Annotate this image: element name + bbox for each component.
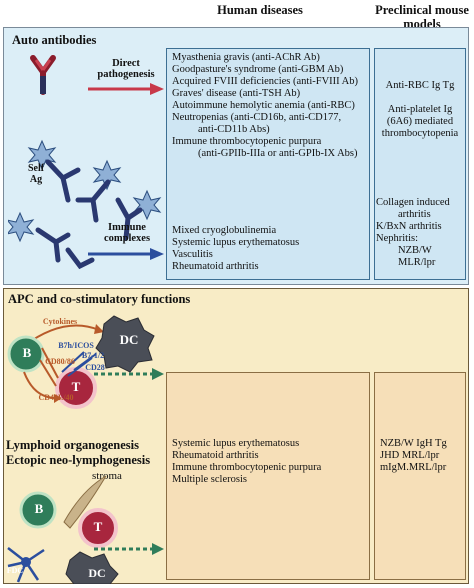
human-diseases-header: Human diseases xyxy=(217,3,303,17)
disease-item: Immune thrombocytopenic purpura xyxy=(172,136,322,147)
mouse-direct-list: Anti-RBC Ig Tg Anti-platelet Ig (6A6) me… xyxy=(374,80,466,140)
dc-cell-label-lymphoid: DC xyxy=(88,566,106,580)
b-cell-icon xyxy=(7,335,45,373)
cd80-86-label: CD80/86 xyxy=(45,357,75,366)
disease-item: Immune thrombocytopenic purpura xyxy=(172,462,322,473)
t-cell-label: T xyxy=(71,379,81,394)
lymphoid-title-2: Ectopic neo-lymphogenesis xyxy=(6,453,151,467)
mouse-model-item: MLR/lpr xyxy=(398,257,436,268)
immune-diseases-list: Mixed cryoglobulinemia Systemic lupus er… xyxy=(172,225,299,273)
direct-pathogenesis-arrow xyxy=(88,83,164,95)
bottom-diseases-list: Systemic lupus erythematosus Rheumatoid … xyxy=(172,438,321,486)
disease-item: Graves' disease (anti-TSH Ab) xyxy=(172,88,301,99)
mouse-model-item: arthritis xyxy=(398,209,431,220)
mouse-model-item: K/BxN arthritis xyxy=(376,221,442,232)
cd28-label: CD28 xyxy=(85,363,105,372)
mouse-model-item: NZB/W xyxy=(398,245,432,256)
disease-item: Acquired FVIII deficiencies (anti-FVIII … xyxy=(172,76,359,87)
disease-item: (anti-GPIIb-IIIa or anti-GPIb-IX Abs) xyxy=(198,148,358,159)
disease-item: Systemic lupus erythematosus xyxy=(172,237,300,248)
mouse-model-item: Collagen induced xyxy=(376,197,450,208)
mouse-model-item: NZB/W IgH Tg xyxy=(380,438,447,449)
mouse-model-item: Anti-RBC Ig Tg xyxy=(385,80,455,91)
b-cell-icon xyxy=(19,491,57,529)
cd40l-40-label: CD40L/40 xyxy=(38,393,74,402)
antibody-illustration xyxy=(8,55,162,270)
apc-cells-illustration xyxy=(7,315,155,409)
stroma-icon xyxy=(63,475,107,529)
lymphoid-dotted-arrow xyxy=(94,543,164,555)
mouse-model-item: Nephritis: xyxy=(376,233,418,244)
direct-diseases-list: Myasthenia gravis (anti-AChR Ab) Goodpas… xyxy=(172,52,358,160)
mouse-immune-list: Collagen induced arthritis K/BxN arthrit… xyxy=(376,197,466,269)
fdc-label: FDC xyxy=(6,566,24,575)
b-cell-label-lymphoid: B xyxy=(34,501,44,516)
mouse-models-antibodies-box xyxy=(374,48,466,280)
self-ag-label: Self Ag xyxy=(27,163,45,185)
disease-item: Autoimmune hemolytic anemia (anti-RBC) xyxy=(172,100,355,111)
lymphoid-title-1: Lymphoid organogenesis xyxy=(6,438,140,452)
human-diseases-apc-box xyxy=(166,372,370,580)
immune-complexes-arrow xyxy=(88,248,164,260)
disease-item: Mixed cryoglobulinemia xyxy=(172,225,277,236)
dc-cell-label: DC xyxy=(119,332,139,347)
b7h-icos-label: B7h/ICOS xyxy=(58,341,94,350)
mouse-model-item: thrombocytopenia xyxy=(381,128,459,139)
disease-item: Rheumatoid arthritis xyxy=(172,261,259,272)
bottom-mouse-list: NZB/W IgH Tg JHD MRL/lpr mIgM.MRL/lpr xyxy=(380,438,447,474)
disease-item: Multiple sclerosis xyxy=(172,474,247,485)
mouse-model-item: JHD MRL/lpr xyxy=(380,450,440,461)
disease-item: Neutropenias (anti-CD16b, anti-CD177, xyxy=(172,112,342,123)
disease-item: anti-CD11b Abs) xyxy=(198,124,270,135)
disease-item: Myasthenia gravis (anti-AChR Ab) xyxy=(172,52,320,63)
dc-cell-icon xyxy=(95,315,155,373)
disease-item: Systemic lupus erythematosus xyxy=(172,438,300,449)
mouse-models-apc-box xyxy=(374,372,466,580)
cytokines-label: Cytokines xyxy=(42,317,78,326)
b-cell-label: B xyxy=(22,345,32,360)
disease-item: Rheumatoid arthritis xyxy=(172,450,259,461)
apc-dotted-arrow xyxy=(94,368,164,380)
t-cell-icon xyxy=(78,508,118,548)
disease-item: Goodpasture's syndrome (anti-GBM Ab) xyxy=(172,64,344,75)
disease-item: Vasculitis xyxy=(172,249,213,260)
self-antigen-icon xyxy=(8,139,162,243)
b7-1-2-label: B7-1/2 xyxy=(81,351,105,360)
mouse-model-item: mIgM.MRL/lpr xyxy=(380,462,447,473)
direct-pathogenesis-label: Direct pathogenesis xyxy=(97,58,155,80)
dc-cell-icon xyxy=(65,551,119,584)
immune-complexes-label: Immune complexes xyxy=(103,222,151,244)
antibody-icon xyxy=(30,55,56,95)
lymphoid-cells-illustration xyxy=(7,475,119,584)
apc-title: APC and co-stimulatory functions xyxy=(8,292,191,306)
mouse-model-item: (6A6) mediated xyxy=(386,116,454,127)
human-diseases-antibodies-box xyxy=(166,48,370,280)
mouse-model-item: Anti-platelet Ig xyxy=(387,104,453,115)
t-cell-label-lymphoid: T xyxy=(93,519,103,534)
auto-antibodies-title: Auto antibodies xyxy=(12,33,97,47)
stroma-label: stroma xyxy=(92,470,122,482)
